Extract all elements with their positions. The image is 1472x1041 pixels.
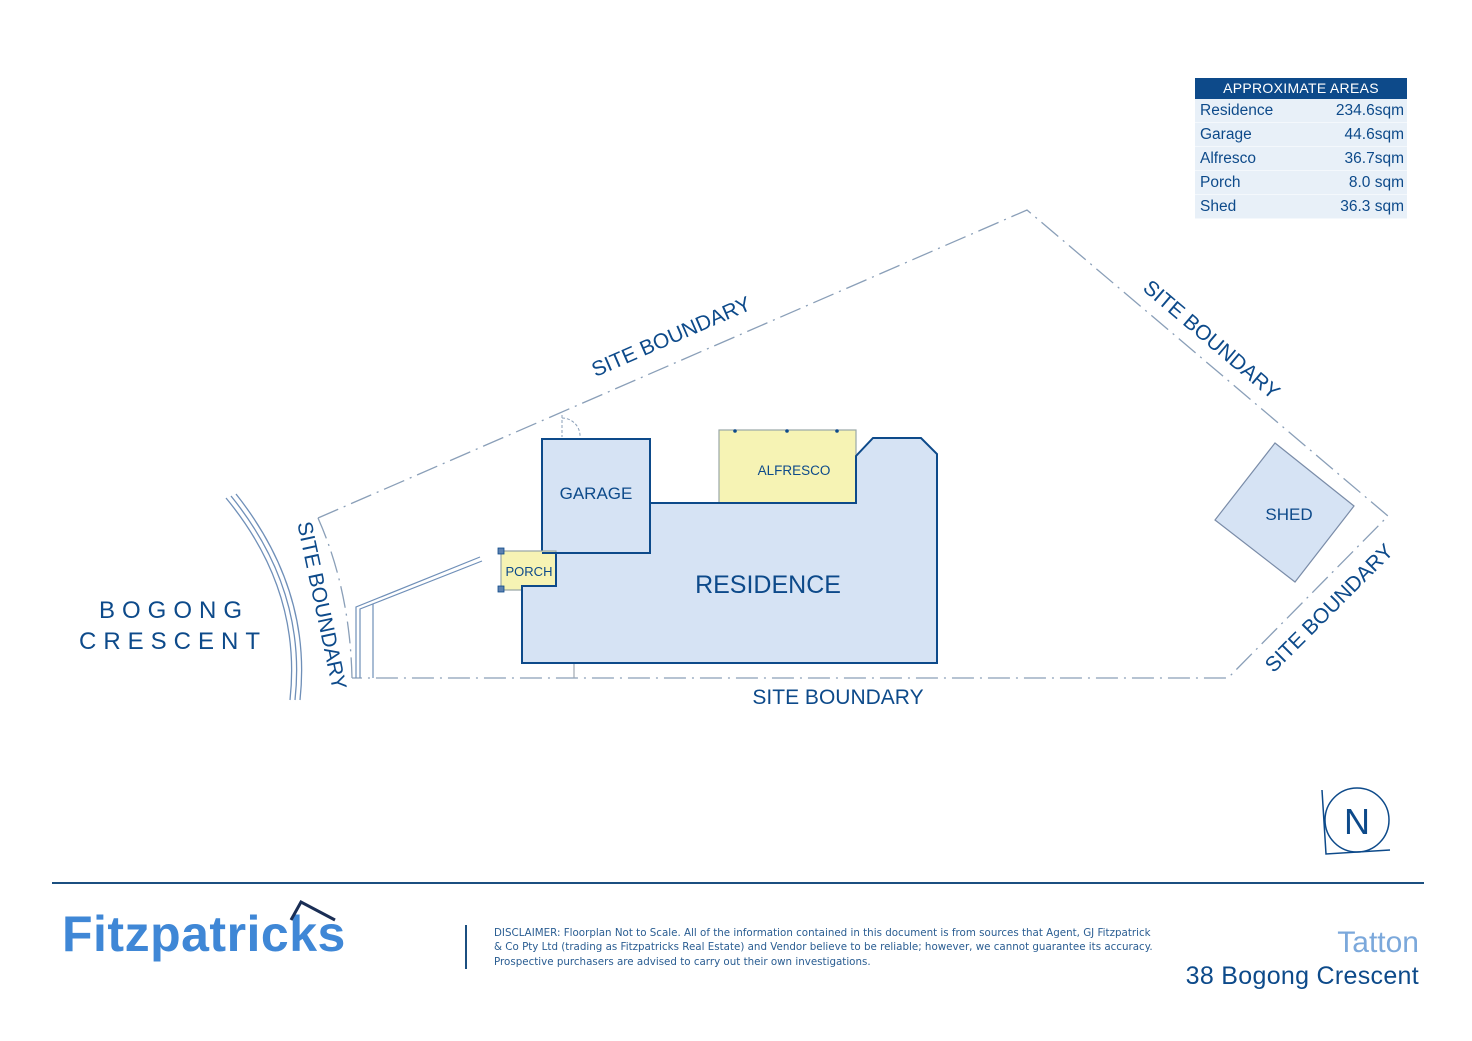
street-name-line2: CRESCENT: [79, 628, 267, 655]
areas-table-title: APPROXIMATE AREAS: [1195, 78, 1407, 99]
street-name-line1: BOGONG: [99, 597, 249, 624]
roof-icon: [289, 899, 336, 922]
site-boundary-line: [317, 209, 1389, 679]
areas-table: APPROXIMATE AREAS Residence 234.6sqm Gara…: [1195, 78, 1407, 219]
areas-row: Porch 8.0 sqm: [1195, 171, 1407, 195]
porch-label: PORCH: [506, 564, 553, 579]
alfresco-label: ALFRESCO: [758, 463, 831, 478]
disclaimer: DISCLAIMER: Floorplan Not to Scale. All …: [494, 926, 1174, 969]
area-name: Residence: [1200, 102, 1274, 119]
shed-label: SHED: [1265, 505, 1312, 524]
footer-separator: [465, 925, 467, 969]
area-value: 44.6sqm: [1344, 126, 1404, 143]
area-name: Alfresco: [1200, 150, 1256, 167]
area-value: 234.6sqm: [1335, 102, 1404, 119]
disclaimer-line: DISCLAIMER: Floorplan Not to Scale. All …: [494, 927, 1151, 939]
brand-logo: Fitzpatricks: [62, 906, 346, 962]
street-curb: [225, 493, 303, 701]
alfresco-posts: [733, 429, 839, 433]
areas-row: Alfresco 36.7sqm: [1195, 147, 1407, 171]
area-name: Shed: [1200, 198, 1237, 215]
boundary-label-north-west: SITE BOUNDARY: [588, 292, 754, 381]
areas-row: Residence 234.6sqm: [1195, 99, 1407, 123]
shed-area: [1214, 442, 1355, 583]
suburb: Tatton: [1337, 926, 1419, 959]
areas-row: Garage 44.6sqm: [1195, 123, 1407, 147]
boundary-label-north-east: SITE BOUNDARY: [1138, 276, 1283, 404]
garage-area: [541, 438, 651, 554]
north-arrow-icon: [1321, 787, 1391, 855]
boundary-label-south: SITE BOUNDARY: [752, 686, 923, 709]
garage-label: GARAGE: [560, 484, 633, 503]
area-name: Garage: [1200, 126, 1252, 143]
north-label: N: [1344, 801, 1370, 842]
porch-posts: [497, 547, 505, 593]
area-name: Porch: [1200, 174, 1241, 191]
area-value: 8.0 sqm: [1348, 174, 1404, 191]
area-value: 36.7sqm: [1344, 150, 1404, 167]
disclaimer-line: & Co Pty Ltd (trading as Fitzpatricks Re…: [494, 941, 1153, 954]
residence-label: RESIDENCE: [695, 571, 841, 599]
areas-row: Shed 36.3 sqm: [1195, 195, 1407, 219]
footer-divider: [52, 882, 1424, 884]
gate-swing: [561, 415, 581, 438]
address: 38 Bogong Crescent: [1185, 962, 1419, 990]
site-plan: GARAGE ALFRESCO PORCH RESIDENCE SHED SIT…: [79, 209, 1398, 855]
driveway: [355, 556, 483, 678]
area-value: 36.3 sqm: [1340, 198, 1404, 215]
disclaimer-line: Prospective purchasers are advised to ca…: [494, 955, 871, 968]
